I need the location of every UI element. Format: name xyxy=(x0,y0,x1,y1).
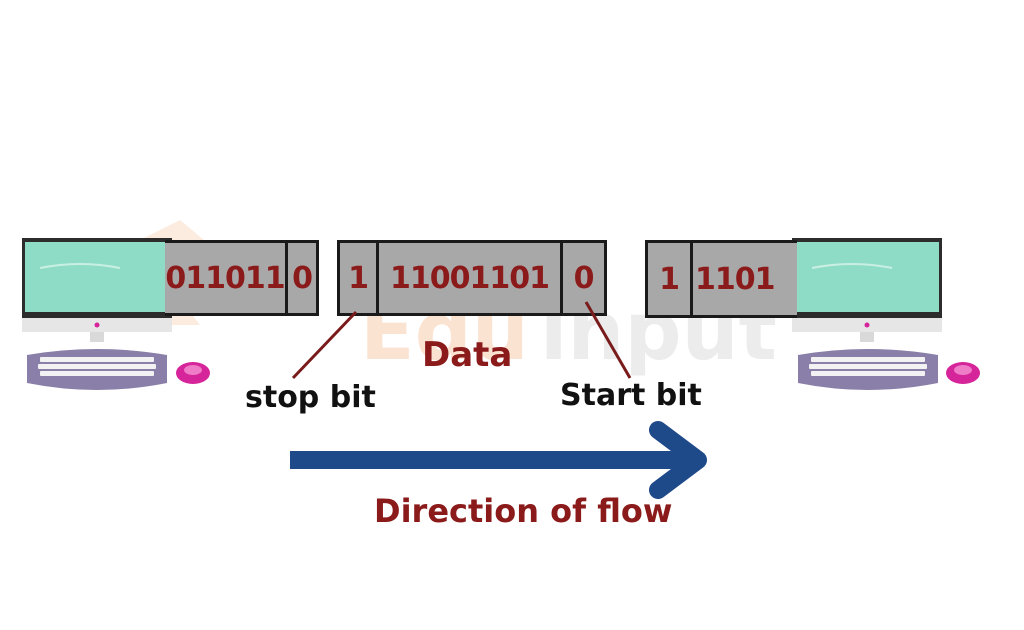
left-keyboard xyxy=(22,345,172,399)
start-bit-label: Start bit xyxy=(560,378,702,413)
right-keyboard xyxy=(793,345,943,399)
right-computer xyxy=(792,238,942,348)
stop-bit-label: stop bit xyxy=(245,380,376,415)
left-computer xyxy=(20,238,210,393)
keyboard-icon xyxy=(27,349,167,390)
direction-of-flow-label: Direction of flow xyxy=(374,492,673,530)
right-packet-stop-bit: 1 xyxy=(659,261,680,297)
middle-packet-data-bits: 11001101 xyxy=(376,243,560,313)
mouse-icon xyxy=(946,362,980,384)
middle-packet-start-bit: 0 xyxy=(560,243,604,313)
left-packet-data-bits: 011011 xyxy=(165,260,285,296)
data-label: Data xyxy=(422,335,513,375)
middle-packet: 1 11001101 0 xyxy=(337,240,607,316)
computer-icon xyxy=(792,238,942,342)
right-packet-data-bits: 1101 xyxy=(690,243,797,315)
left-packet: 011011 0 xyxy=(165,240,319,316)
mouse-icon xyxy=(176,362,210,384)
middle-packet-stop-bit: 1 xyxy=(348,260,369,296)
stop-bit-pointer xyxy=(291,310,358,380)
right-packet: 1 1101 xyxy=(645,240,797,318)
computer-icon xyxy=(22,238,172,342)
left-packet-start-bit: 0 xyxy=(285,243,316,313)
keyboard-icon xyxy=(798,349,938,390)
arrow-right-icon xyxy=(290,421,707,499)
left-mouse xyxy=(175,360,211,390)
right-mouse xyxy=(945,360,981,390)
